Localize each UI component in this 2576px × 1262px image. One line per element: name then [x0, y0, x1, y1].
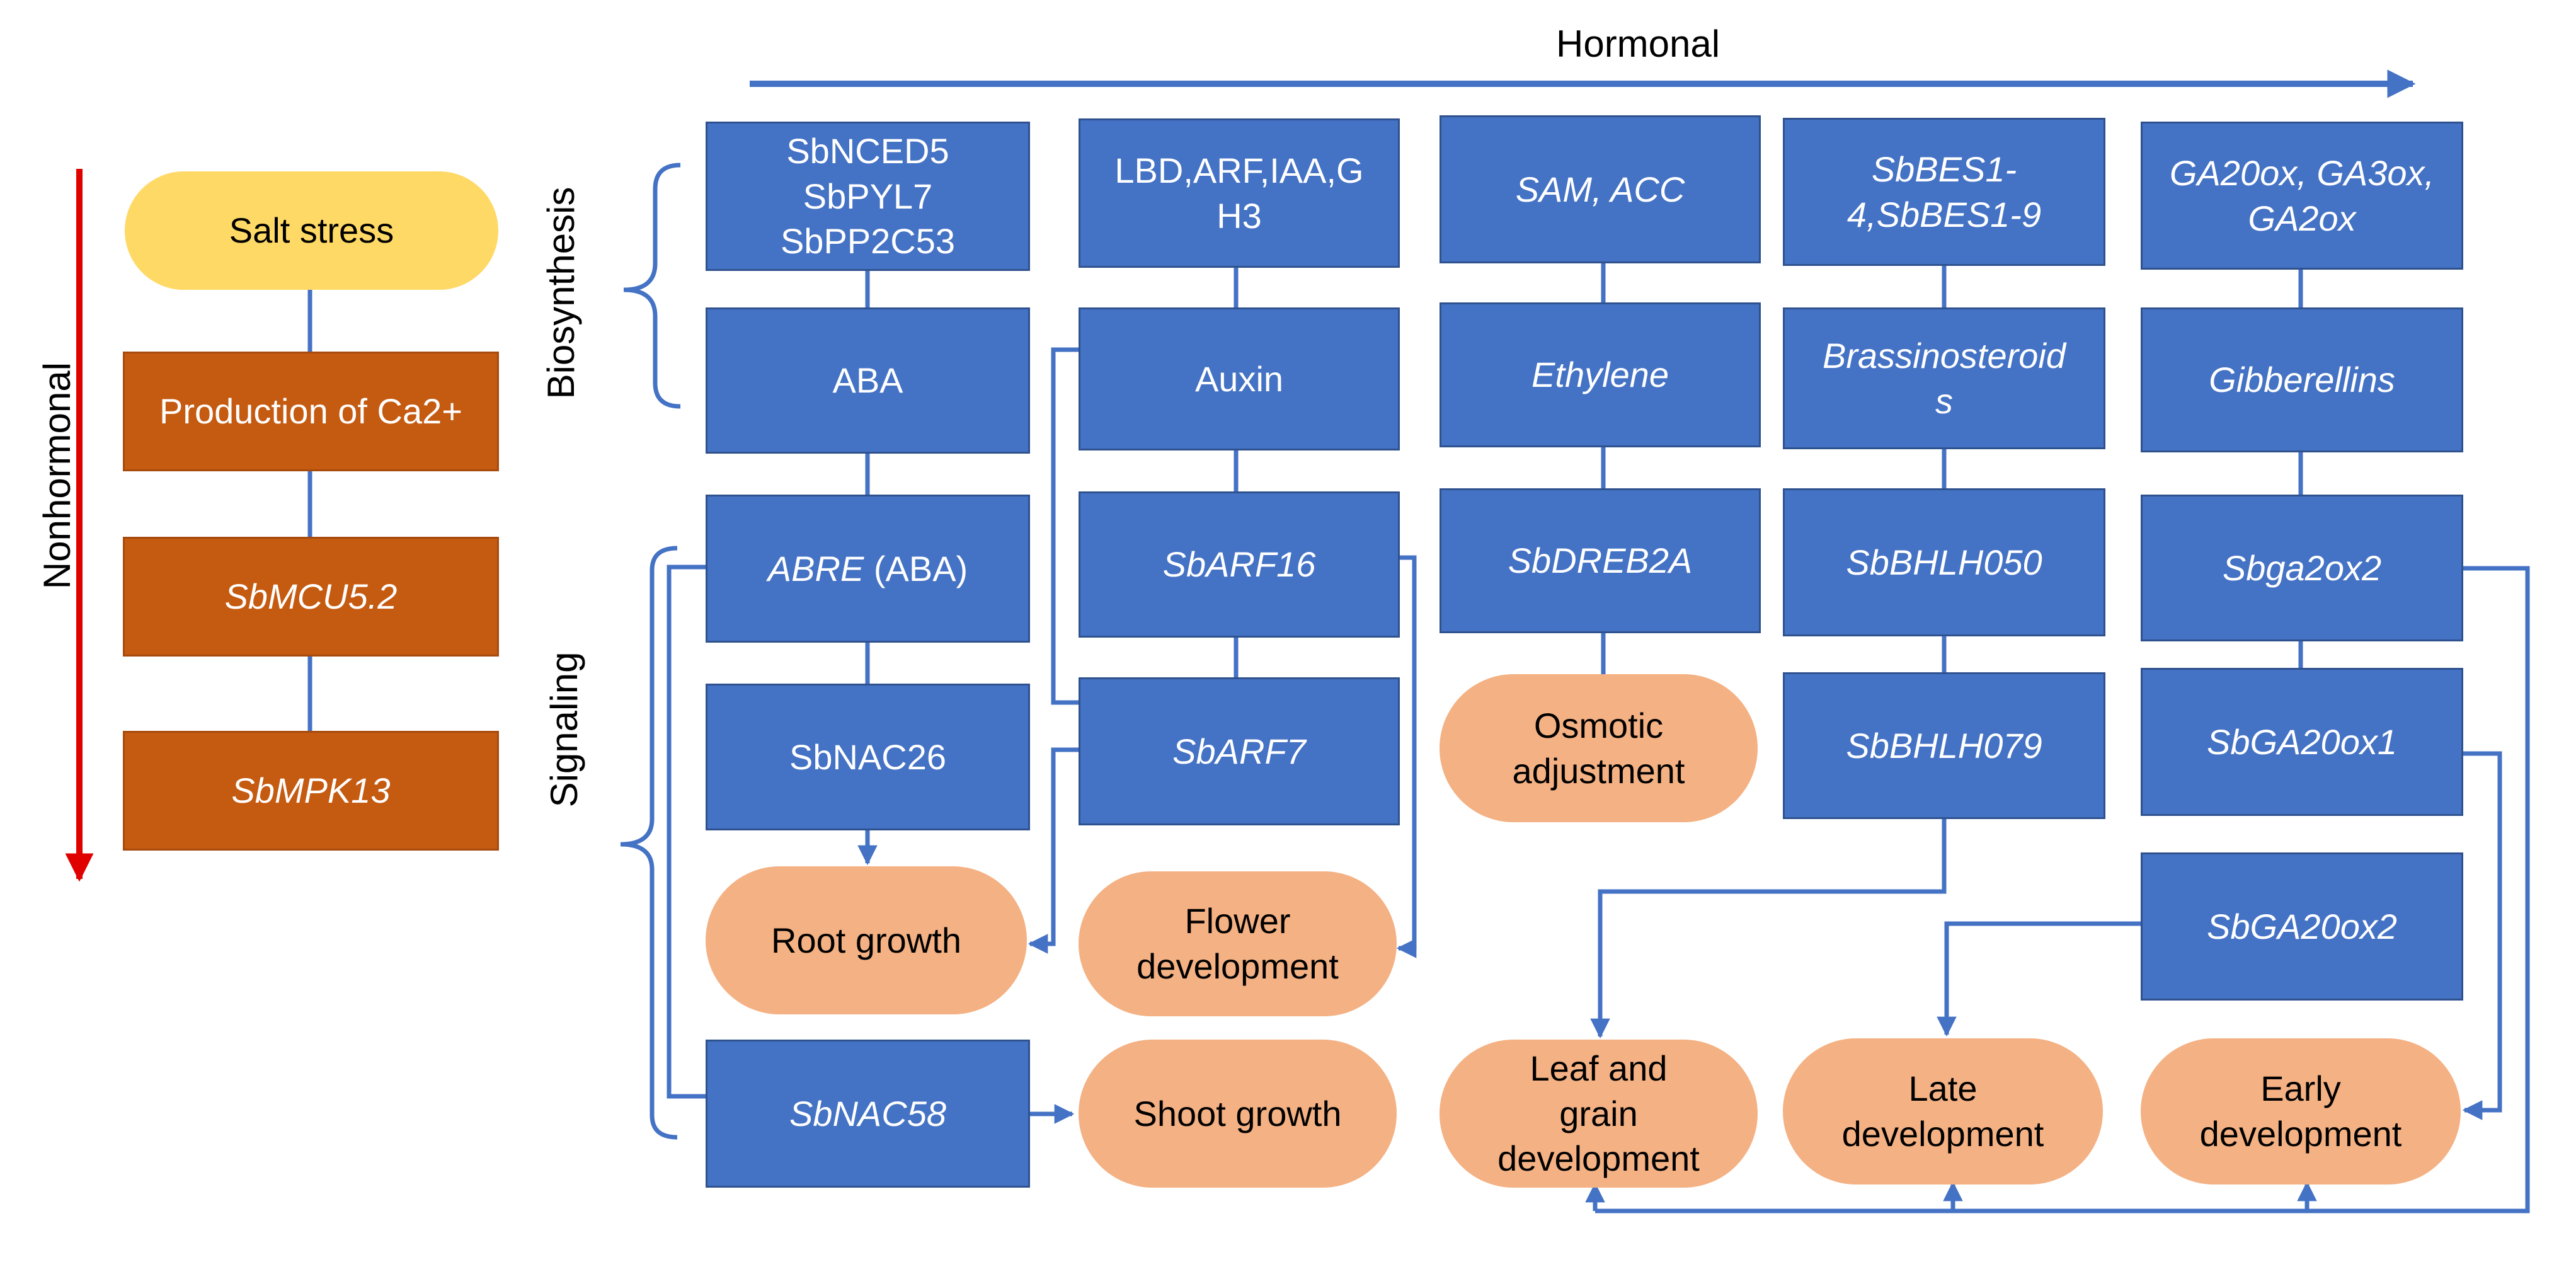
ethylene-genes-node: SAM, ACC — [1440, 115, 1761, 263]
arrow-sbga20ox2-late — [1937, 921, 2141, 1037]
sbarf7-node: SbARF7 — [1079, 677, 1400, 825]
biosynthesis-label: Biosynthesis — [539, 186, 582, 399]
loop-auxin-arf7 — [1051, 347, 1079, 705]
auxin-hormone-node: Auxin — [1079, 307, 1400, 450]
signaling-bracket — [620, 546, 678, 1140]
late-development-node: Late development — [1783, 1038, 2103, 1185]
leaf-grain-development-node: Leaf and grain development — [1440, 1040, 1758, 1188]
sbmcu-node: SbMCU5.2 — [123, 537, 499, 657]
br-genes-node: SbBES1- 4,SbBES1-9 — [1783, 118, 2105, 266]
aba-hormone-node: ABA — [706, 307, 1030, 454]
arrow-arf7-root — [1028, 747, 1079, 954]
ga-hormone-node: Gibberellins — [2141, 307, 2463, 452]
nonhormonal-label: Nonhormonal — [35, 362, 78, 590]
auxin-genes-node: LBD,ARF,IAA,G H3 — [1079, 118, 1400, 268]
sbbhlh079-node: SbBHLH079 — [1783, 672, 2105, 819]
sbarf16-node: SbARF16 — [1079, 491, 1400, 638]
sbdreb2a-node: SbDREB2A — [1440, 488, 1761, 633]
abre-node: ABRE (ABA) — [706, 495, 1030, 643]
shoot-growth-node: Shoot growth — [1079, 1040, 1397, 1188]
early-development-node: Early development — [2141, 1038, 2461, 1185]
hormonal-label: Hormonal — [1556, 23, 1720, 65]
loop-abre-nac58 — [667, 565, 706, 1099]
abre-italic: ABRE — [767, 548, 864, 588]
sbmpk13-node: SbMPK13 — [123, 731, 499, 851]
sbnac58-node: SbNAC58 — [706, 1040, 1030, 1188]
sbga20ox1-node: SbGA20ox1 — [2141, 668, 2463, 816]
flower-development-node: Flower development — [1079, 871, 1397, 1016]
osmotic-adjustment-node: Osmotic adjustment — [1440, 674, 1758, 822]
arrow-arf16-flower — [1396, 555, 1417, 958]
loop-sbga2ox2-bottom — [1595, 566, 2530, 1213]
root-growth-node: Root growth — [706, 866, 1027, 1014]
sbga20ox2-node: SbGA20ox2 — [2141, 852, 2463, 1001]
arrow-sbga20ox1-early — [2462, 751, 2502, 1120]
biosynthesis-bracket — [623, 163, 681, 409]
salt-stress-node: Salt stress — [125, 171, 498, 290]
abre-suffix: (ABA) — [864, 548, 968, 588]
br-hormone-node: Brassinosteroid s — [1783, 307, 2105, 449]
production-ca-node: Production of Ca2+ — [123, 352, 499, 471]
aba-genes-node: SbNCED5 SbPYL7 SbPP2C53 — [706, 122, 1030, 271]
arrow-bhlh079-leaf — [1590, 819, 1947, 1039]
ethylene-hormone-node: Ethylene — [1440, 302, 1761, 447]
sbnac26-node: SbNAC26 — [706, 684, 1030, 830]
sbbhlh050-node: SbBHLH050 — [1783, 488, 2105, 636]
ga-genes-node: GA20ox, GA3ox, GA2ox — [2141, 122, 2463, 270]
signaling-label: Signaling — [542, 651, 585, 808]
sbga2ox2-node: Sbga2ox2 — [2141, 495, 2463, 641]
